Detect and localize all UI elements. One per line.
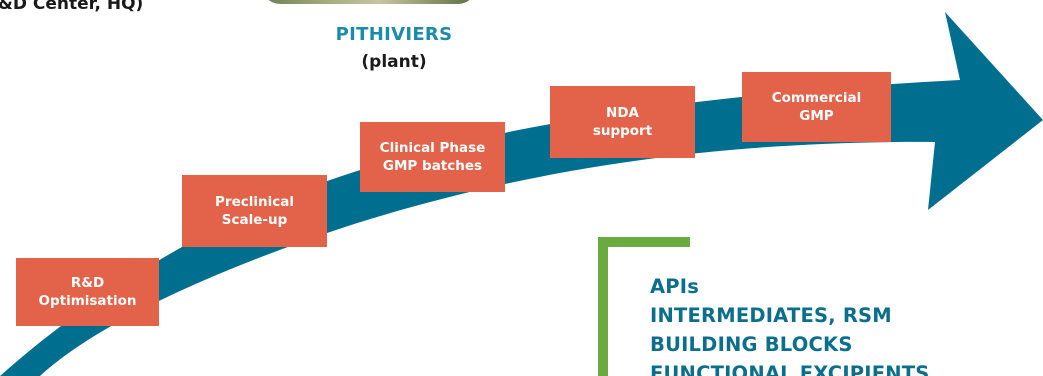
stage-label-line: Scale-up — [221, 212, 288, 228]
site-name: PITHIVIERS — [335, 24, 453, 45]
product-item: INTERMEDIATES, RSM — [650, 304, 892, 327]
stage-label-line: Preclinical — [215, 194, 294, 210]
product-item: FUNCTIONAL EXCIPIENTS — [650, 362, 930, 376]
product-list: APIs INTERMEDIATES, RSM BUILDING BLOCKS … — [650, 272, 1043, 376]
stage-label-line: Clinical Phase — [379, 140, 486, 156]
stage-label-line: GMP — [799, 108, 834, 124]
stage-label-line: GMP batches — [382, 158, 483, 174]
stage-nda-support: NDA support — [550, 86, 695, 158]
hq-caption: &D Center, HQ) — [0, 0, 144, 14]
stage-label-line: NDA — [606, 105, 639, 121]
site-type: (plant) — [361, 52, 427, 72]
product-item: APIs — [650, 275, 700, 298]
stage-commercial-gmp: Commercial GMP — [742, 72, 891, 142]
stage-preclinical: Preclinical Scale-up — [182, 175, 327, 247]
stage-label-line: Commercial — [771, 90, 862, 106]
site-photo — [262, 0, 476, 4]
stage-label-line: support — [592, 123, 653, 139]
accent-bar-vertical — [598, 237, 608, 376]
stage-rd-optimisation: R&D Optimisation — [16, 258, 159, 326]
stage-clinical-phase: Clinical Phase GMP batches — [360, 122, 505, 192]
stage-label-line: R&D — [70, 275, 105, 291]
accent-bar-horizontal — [598, 237, 690, 247]
stage-label-line: Optimisation — [38, 293, 137, 309]
product-item: BUILDING BLOCKS — [650, 333, 853, 356]
